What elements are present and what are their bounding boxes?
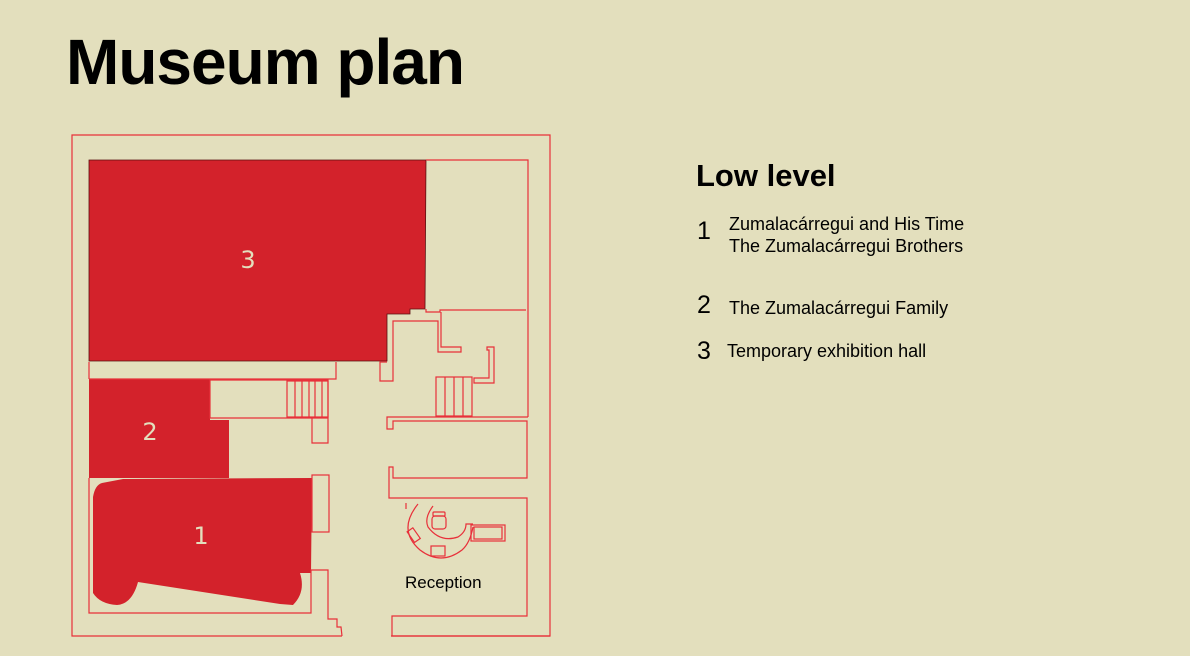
room-1[interactable] — [93, 478, 312, 605]
legend-heading: Low level — [696, 158, 836, 193]
legend-item-1-line-1: Zumalacárregui and His Time — [729, 214, 965, 234]
reception-label: Reception — [405, 573, 482, 592]
legend-number-3: 3 — [697, 337, 711, 365]
room-2[interactable] — [89, 379, 229, 478]
page-title: Museum plan — [66, 26, 465, 98]
right-stairs — [435, 376, 473, 417]
corridor-wall — [88, 362, 337, 380]
legend-number-1: 1 — [697, 217, 711, 245]
room-3[interactable] — [88, 159, 427, 362]
room-1-walls — [88, 478, 343, 637]
room-3-label: 3 — [240, 246, 255, 274]
stair-landing-wall — [209, 379, 329, 444]
legend-number-2: 2 — [697, 291, 711, 319]
room-1-label: 1 — [193, 522, 208, 550]
legend-item-1-line-2: The Zumalacárregui Brothers — [729, 236, 964, 256]
upper-right-walls — [379, 309, 526, 384]
reception-desk-icon — [405, 503, 506, 559]
room-1-side-wall — [311, 474, 330, 533]
left-stairs — [286, 380, 329, 418]
room-2-label: 2 — [142, 418, 157, 446]
legend-item-3-line-1: Temporary exhibition hall — [727, 341, 927, 361]
legend-item-2-line-1: The Zumalacárregui Family — [729, 298, 949, 318]
top-right-wall — [426, 159, 529, 417]
right-rooms-walls — [386, 416, 550, 637]
